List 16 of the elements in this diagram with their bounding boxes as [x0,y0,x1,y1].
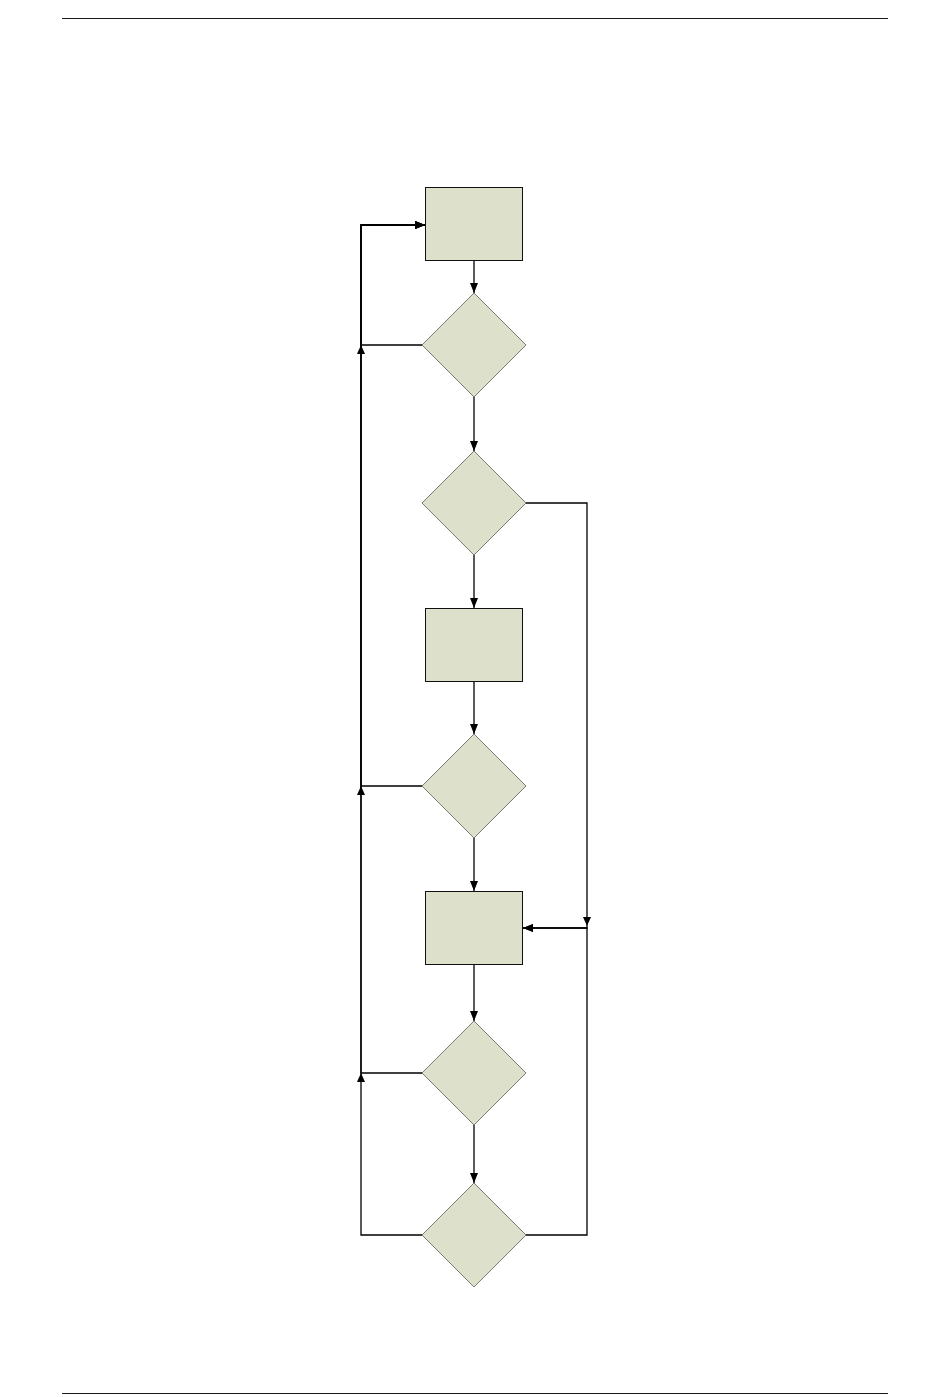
arrow [470,1124,478,1184]
arrow [470,964,478,1022]
process-box [425,608,523,682]
process-box [425,891,523,965]
decision-diamond [422,1021,526,1125]
process-box [425,187,523,261]
decision-diamond [422,451,526,555]
arrow [522,924,588,1236]
decision-diamond [422,1183,526,1287]
arrow [470,837,478,892]
arrow [470,396,478,452]
arrow [470,260,478,294]
arrow [470,681,478,735]
arrow [470,554,478,609]
decision-diamond [422,293,526,397]
decision-diamond [422,734,526,838]
